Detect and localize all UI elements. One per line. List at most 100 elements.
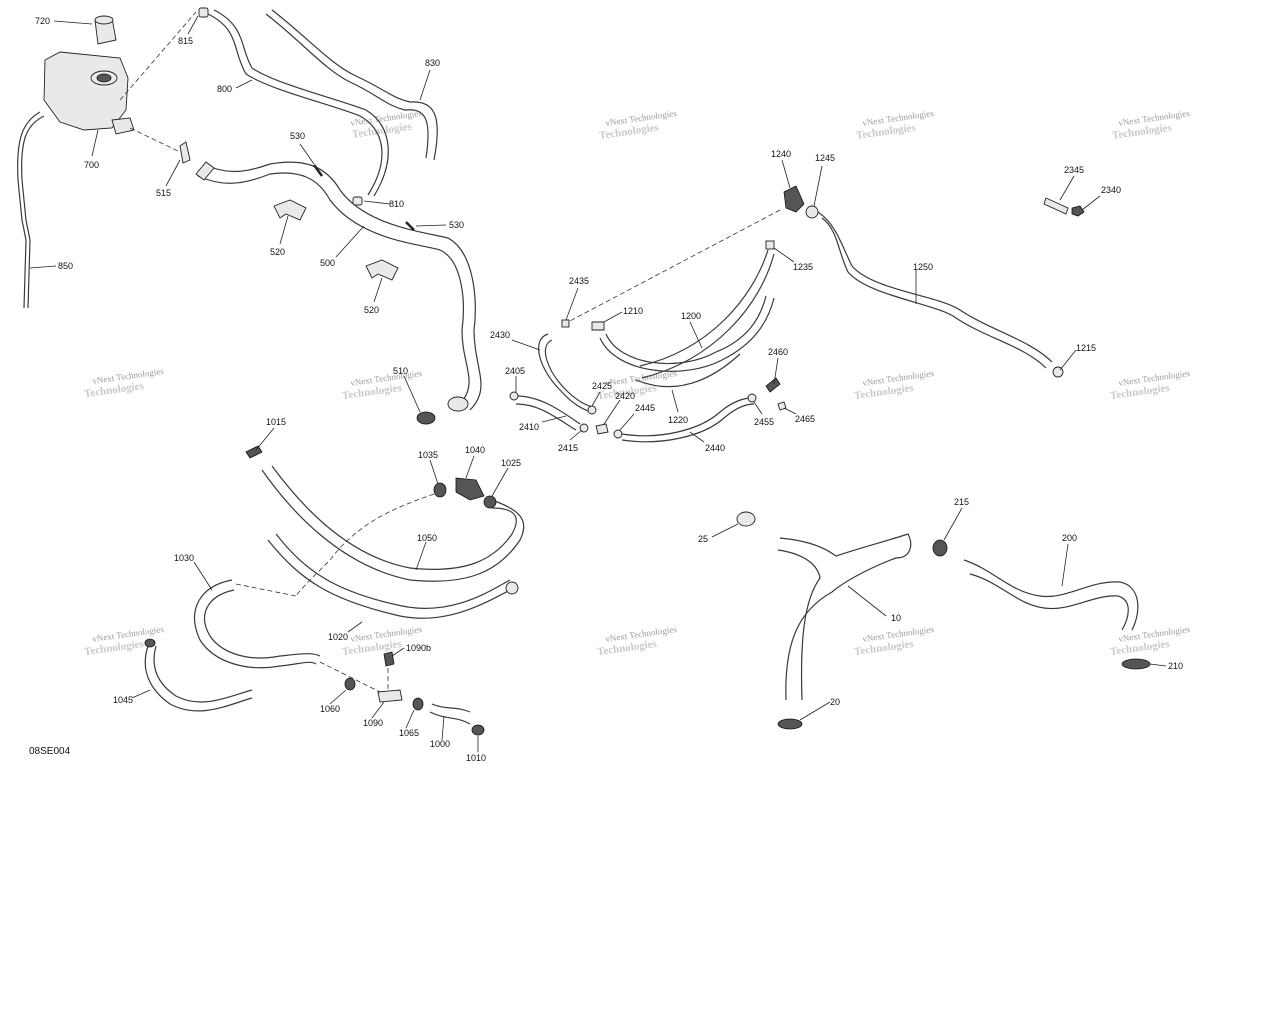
clamp-815[interactable] [198, 7, 209, 18]
lower-right-group [736, 511, 1151, 730]
callouts: 720 815 800 830 700 515 530 810 530 520 … [29, 16, 1183, 763]
callout-1220: 1220 [668, 415, 688, 425]
callout-1090b: 1090b [406, 643, 431, 653]
clamp-2445[interactable] [613, 429, 623, 439]
callout-2440: 2440 [705, 443, 725, 453]
clamp-1060[interactable] [344, 677, 356, 691]
clamp-1010[interactable] [471, 724, 485, 736]
hose-1220[interactable] [635, 353, 741, 388]
tee-1090[interactable] [377, 689, 403, 703]
hose-2430[interactable] [538, 333, 591, 413]
callout-1000: 1000 [430, 739, 450, 749]
hose-1045[interactable] [144, 645, 253, 712]
clamp-2405[interactable] [509, 391, 519, 401]
hose-1200-edge [599, 297, 775, 372]
hose-830-assembly [265, 9, 438, 161]
callout-1200: 1200 [681, 311, 701, 321]
callout-1060: 1060 [320, 704, 340, 714]
callout-10: 10 [891, 613, 901, 623]
callout-1030: 1030 [174, 553, 194, 563]
reservoir-neck-inner [96, 73, 112, 83]
hose-10[interactable] [779, 533, 912, 701]
clamp-1245[interactable] [805, 205, 819, 219]
callout-515: 515 [156, 188, 171, 198]
clamp-520-a[interactable] [273, 199, 307, 221]
callout-810: 810 [389, 199, 404, 209]
hose-2440[interactable] [621, 397, 753, 437]
callout-20: 20 [830, 697, 840, 707]
tee-2420[interactable] [595, 423, 609, 435]
sensor-1090b[interactable] [383, 651, 395, 667]
clamp-210[interactable] [1121, 658, 1151, 670]
reservoir-cap-top [94, 15, 114, 25]
clamp-520-b[interactable] [365, 259, 399, 281]
fitting-1040[interactable] [455, 477, 485, 501]
hose-1200[interactable] [605, 295, 767, 365]
callout-1250: 1250 [913, 262, 933, 272]
callout-200: 200 [1062, 533, 1077, 543]
callout-1235: 1235 [793, 262, 813, 272]
clamp-1025[interactable] [483, 495, 497, 509]
hose-830[interactable] [265, 13, 429, 159]
watermark: Technologies vNext Technologies [855, 108, 935, 142]
clamp-2435[interactable] [561, 319, 570, 328]
callout-510: 510 [393, 366, 408, 376]
nut-2340[interactable] [1071, 205, 1085, 217]
hose-830-edge [271, 9, 438, 161]
clamp-1235[interactable] [765, 240, 775, 250]
hose-10-edge [777, 549, 821, 701]
watermark: Technologies vNext Technologies [598, 108, 678, 142]
assembly-line [119, 11, 197, 101]
hose-1020[interactable] [267, 539, 515, 619]
callout-1050: 1050 [417, 533, 437, 543]
hose-500-edge [203, 161, 482, 411]
clamp-25[interactable] [736, 511, 756, 527]
assembly-line [235, 583, 297, 597]
callout-2405: 2405 [505, 366, 525, 376]
watermark: Technologies vNext Technologies [83, 366, 164, 400]
clamp-1065[interactable] [412, 697, 424, 711]
fitting-1015[interactable] [245, 445, 263, 459]
clamp-1045[interactable] [144, 638, 156, 648]
hose-850[interactable] [21, 115, 45, 309]
fitting-2460[interactable] [765, 377, 781, 393]
screw-530-b[interactable] [405, 221, 415, 231]
callout-700: 700 [84, 160, 99, 170]
callout-210: 210 [1168, 661, 1183, 671]
callout-2430: 2430 [490, 330, 510, 340]
watermark: Technologies vNext Technologies [596, 624, 677, 658]
hose-1000[interactable] [429, 711, 471, 725]
clamp-1035[interactable] [433, 482, 447, 498]
hose-1235[interactable] [639, 249, 769, 367]
hose-1050[interactable] [261, 469, 525, 582]
clamp-20[interactable] [777, 718, 803, 730]
watermark: Technologies vNext Technologies [853, 368, 934, 402]
fitting-2345[interactable] [1043, 197, 1069, 215]
assembly-line [129, 127, 181, 153]
watermark: Technologies vNext Technologies [853, 624, 934, 658]
hose-1030[interactable] [194, 579, 317, 669]
clamp-2455[interactable] [747, 393, 757, 403]
clamp-2425[interactable] [587, 405, 597, 415]
callout-1065: 1065 [399, 728, 419, 738]
clamp-510[interactable] [416, 411, 436, 425]
valve-1240[interactable] [783, 185, 805, 213]
hose-1250[interactable] [817, 211, 1053, 363]
screw-530-a[interactable] [312, 164, 324, 177]
hose-500[interactable] [197, 172, 470, 403]
hose-800-edge [213, 9, 389, 197]
fitting-1210[interactable] [591, 321, 605, 331]
coolant-reservoir[interactable] [43, 51, 129, 131]
hose-800[interactable] [207, 13, 383, 196]
callout-1035: 1035 [418, 450, 438, 460]
clamp-215[interactable] [932, 539, 948, 557]
hose-200[interactable] [963, 559, 1139, 631]
clamp-810[interactable] [352, 196, 363, 206]
watermark: Technologies vNext Technologies [1109, 368, 1190, 402]
hose-2410[interactable] [515, 395, 581, 425]
callout-530-b: 530 [449, 220, 464, 230]
callout-25: 25 [698, 534, 708, 544]
clamp-515[interactable] [179, 141, 191, 164]
callout-215: 215 [954, 497, 969, 507]
